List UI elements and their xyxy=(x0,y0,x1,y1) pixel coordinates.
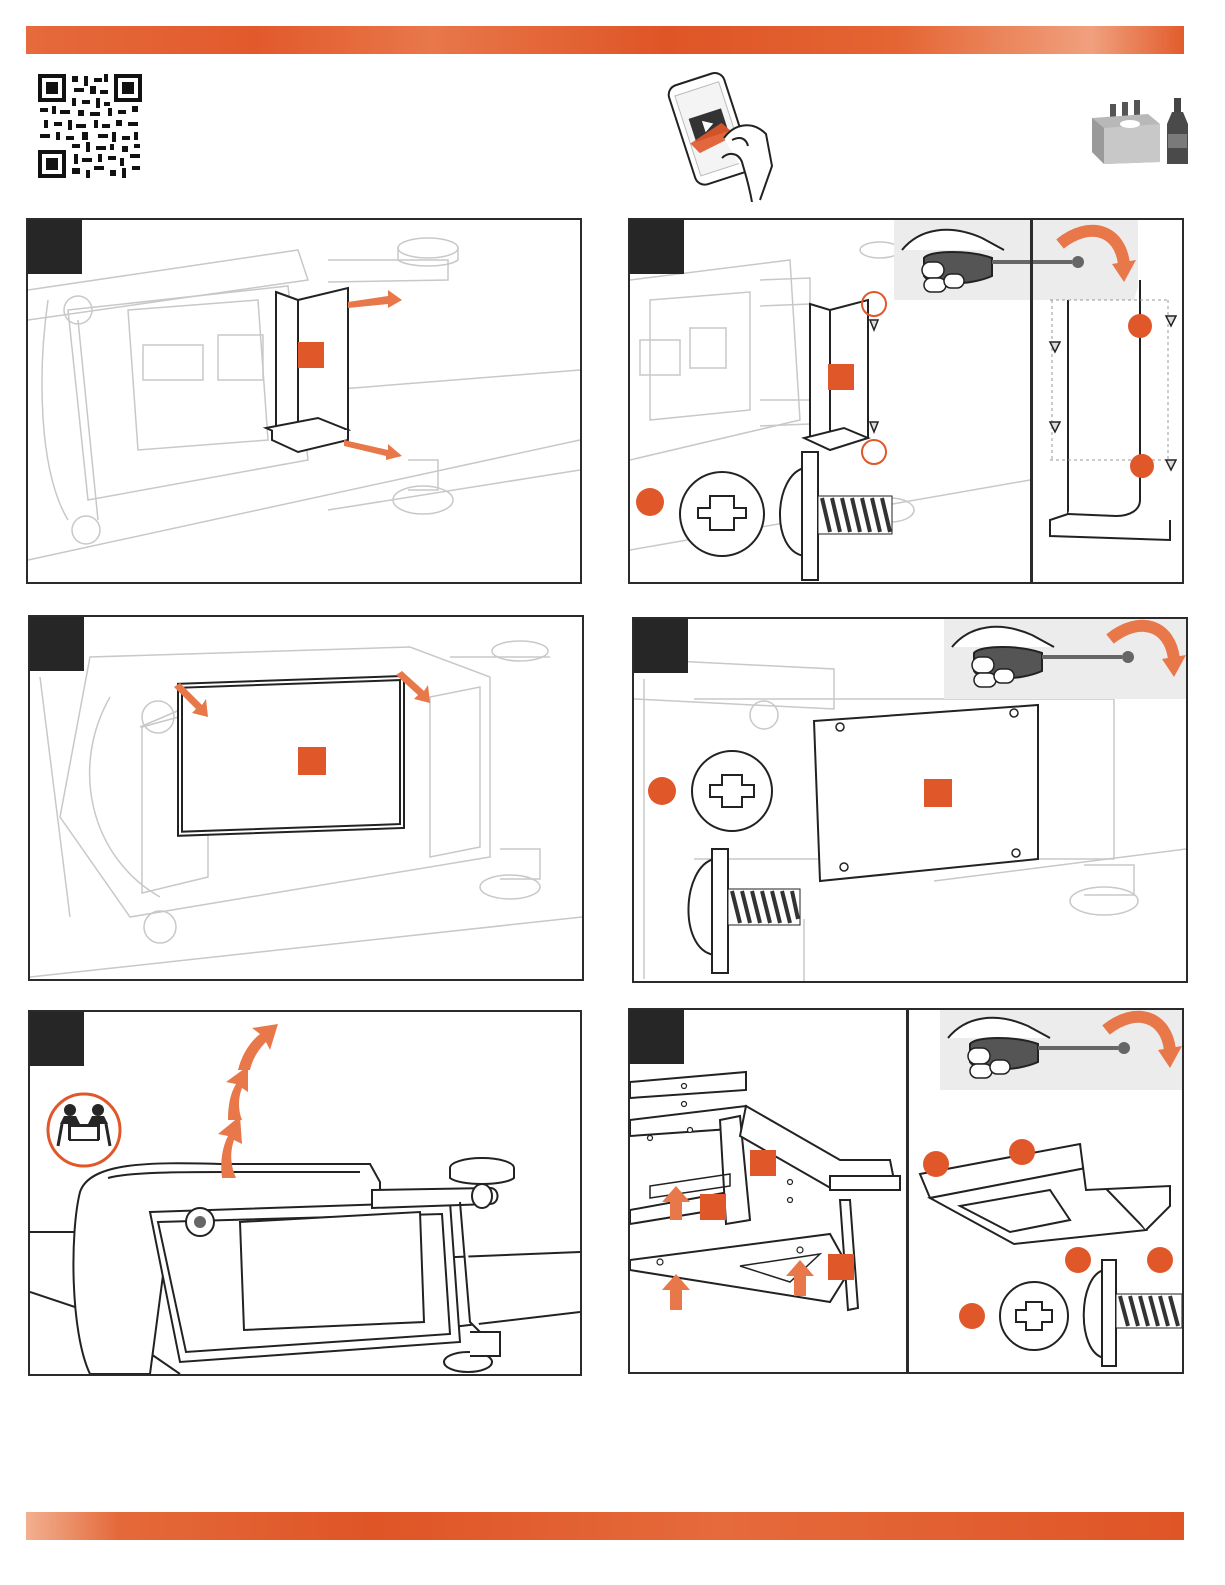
part-marker xyxy=(924,779,952,807)
slide-in-panel-illustration xyxy=(30,617,582,979)
bottom-banner xyxy=(26,1512,1184,1540)
top-banner xyxy=(26,26,1184,54)
step-2-panel xyxy=(628,218,1184,584)
two-person-lift-illustration xyxy=(30,1012,580,1374)
two-person-lift-icon xyxy=(48,1094,120,1166)
step-1-panel xyxy=(26,218,582,584)
step-4-panel xyxy=(632,617,1188,983)
step-6-panel xyxy=(628,1008,1184,1374)
part-marker xyxy=(750,1150,776,1176)
arrow-insert-icon xyxy=(344,290,402,460)
phone-video-icon[interactable] xyxy=(662,66,782,202)
six-pack-and-bottle-icon xyxy=(1088,94,1190,166)
part-marker xyxy=(828,1254,854,1280)
part-marker xyxy=(828,364,854,390)
insert-side-bracket-illustration xyxy=(28,220,580,582)
part-marker xyxy=(298,342,324,368)
callout-dot xyxy=(648,777,676,805)
step-3-panel xyxy=(28,615,584,981)
step-5-panel xyxy=(28,1010,582,1376)
step-number-tab xyxy=(30,1012,84,1066)
screw-side-bracket-illustration xyxy=(630,220,1182,582)
step-number-tab xyxy=(630,220,684,274)
step-number-tab xyxy=(28,220,82,274)
step-number-tab xyxy=(30,617,84,671)
part-marker xyxy=(700,1194,726,1220)
callout-dot xyxy=(636,488,664,516)
qr-code-icon[interactable] xyxy=(38,74,142,178)
attach-frame-brackets-illustration xyxy=(630,1010,1182,1372)
step-number-tab xyxy=(630,1010,684,1064)
screw-panel-illustration xyxy=(634,619,1186,981)
part-marker xyxy=(298,747,326,775)
arrow-lift-icon xyxy=(218,1024,278,1178)
step-number-tab xyxy=(634,619,688,673)
